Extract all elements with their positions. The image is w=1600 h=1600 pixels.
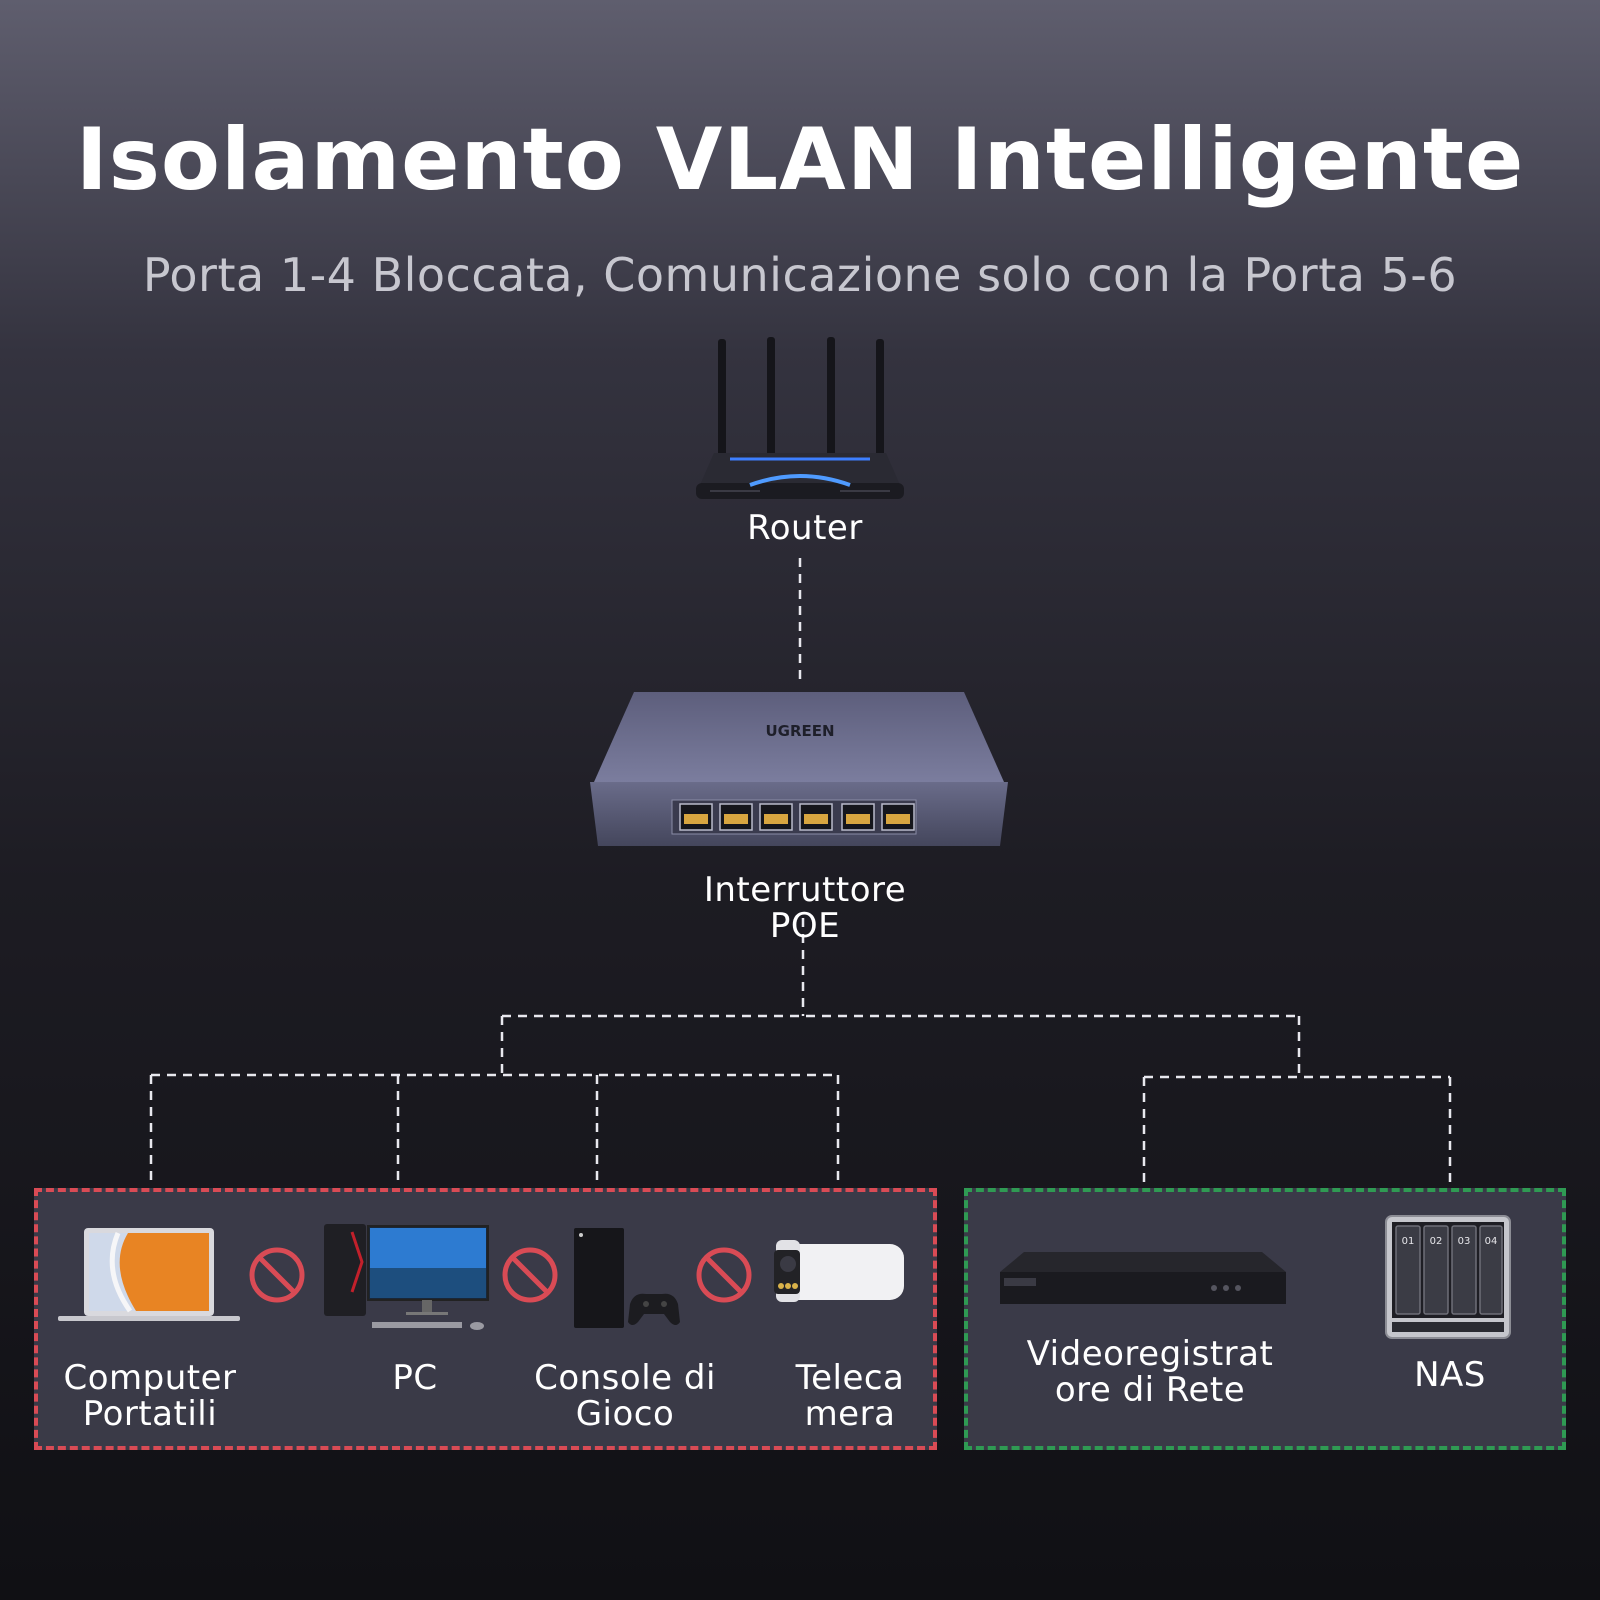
nvr-icon xyxy=(998,1250,1288,1312)
switch-label: Interruttore POE xyxy=(670,872,940,944)
pc-label: PC xyxy=(340,1360,490,1396)
no-entry-icon xyxy=(501,1246,559,1308)
router-icon xyxy=(690,335,910,509)
page-subtitle: Porta 1-4 Bloccata, Comunicazione solo c… xyxy=(142,248,1458,302)
security-camera-icon xyxy=(772,1238,906,1316)
no-entry-icon xyxy=(248,1246,306,1308)
nvr-label: Videoregistrat ore di Rete xyxy=(1010,1336,1290,1408)
laptop-label-line2: Portatili xyxy=(82,1394,218,1434)
laptop-label-line1: Computer xyxy=(63,1358,237,1398)
poe-switch-icon: UGREEN xyxy=(588,690,1012,854)
nas-icon: 01 02 03 04 xyxy=(1384,1214,1512,1344)
desktop-pc-icon xyxy=(322,1222,492,1342)
no-entry-icon xyxy=(695,1246,753,1308)
laptop-label: Computer Portatili xyxy=(40,1360,260,1432)
camera-label-line2: mera xyxy=(804,1394,896,1434)
router-label: Router xyxy=(747,508,863,548)
switch-brand: UGREEN xyxy=(765,722,834,740)
game-console-icon xyxy=(572,1226,682,1334)
nas-bay-label: 01 xyxy=(1402,1236,1415,1247)
console-label-line2: Gioco xyxy=(575,1394,675,1434)
page-title: Isolamento VLAN Intelligente xyxy=(75,110,1525,210)
switch-label-line2: POE xyxy=(769,906,841,946)
console-label: Console di Gioco xyxy=(515,1360,735,1432)
nas-label-line1: NAS xyxy=(1414,1355,1486,1395)
nas-bay-label: 03 xyxy=(1458,1236,1471,1247)
switch-label-line1: Interruttore xyxy=(703,870,907,910)
nas-bay-label: 04 xyxy=(1485,1236,1498,1247)
nas-label: NAS xyxy=(1380,1357,1520,1393)
console-label-line1: Console di xyxy=(534,1358,716,1398)
pc-label-line1: PC xyxy=(392,1358,438,1398)
laptop-icon xyxy=(58,1226,240,1330)
nvr-label-line2: ore di Rete xyxy=(1054,1370,1246,1410)
camera-label: Teleca mera xyxy=(770,1360,930,1432)
nvr-label-line1: Videoregistrat xyxy=(1026,1334,1274,1374)
nas-bay-label: 02 xyxy=(1430,1236,1443,1247)
camera-label-line1: Teleca xyxy=(795,1358,905,1398)
